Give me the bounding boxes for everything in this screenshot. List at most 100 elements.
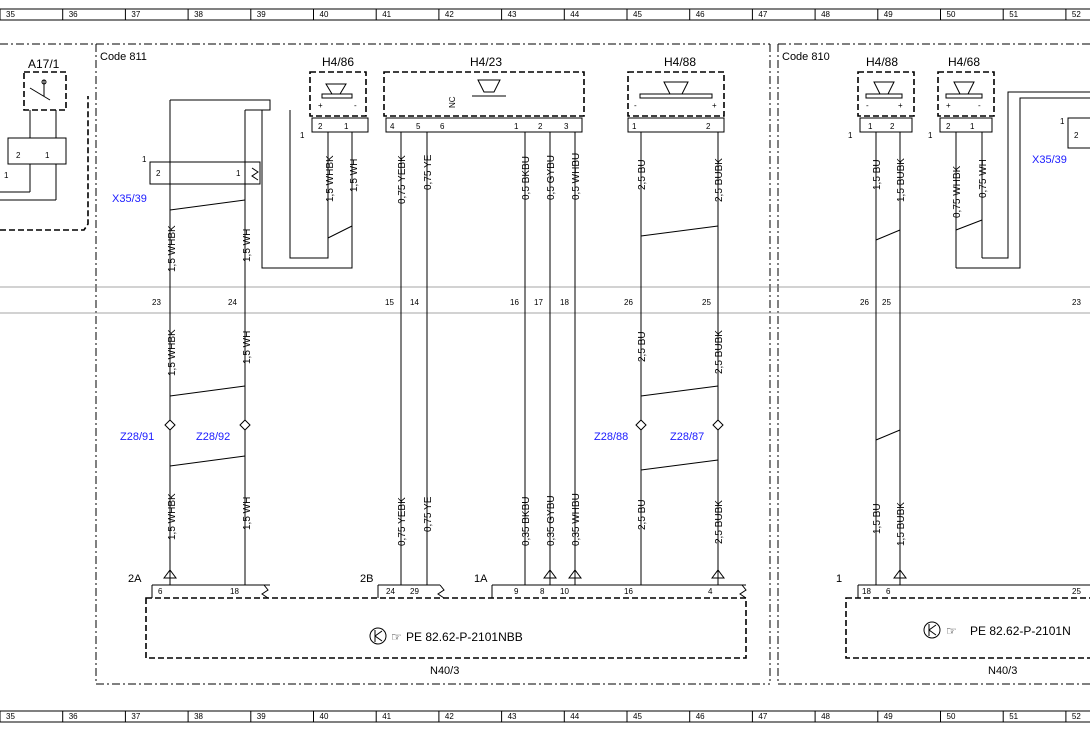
wire-label: 1,5 WH <box>242 229 253 262</box>
wire-label: 1,5 BUBK <box>896 158 907 202</box>
h4-23-pin6: 6 <box>440 122 445 131</box>
n40-3-left: 2A 2B 1A 6 18 24 29 9 8 10 16 4 ☞ PE 82.… <box>128 569 747 677</box>
ruler-column-number: 46 <box>696 712 705 721</box>
h4-68-label: H4/68 <box>948 55 980 69</box>
h4-68-side: 1 <box>928 131 933 140</box>
h4-23-label: H4/23 <box>470 55 502 69</box>
ruler-column-number: 41 <box>382 712 391 721</box>
ruler-column-number: 38 <box>194 712 203 721</box>
a17-1-label: A17/1 <box>28 57 60 71</box>
hand-icon: ☞ <box>946 624 957 638</box>
ruler-column-number: 35 <box>6 10 15 19</box>
h4-86-pin2: 2 <box>318 122 323 131</box>
n40-pin: 10 <box>560 587 569 596</box>
ruler-column-number: 42 <box>445 712 454 721</box>
wire-label: 0,5 GYBU <box>546 155 557 200</box>
h4-88-speaker-left: H4/88 - + 1 2 <box>627 55 725 133</box>
wire-label: 0,5 BKBU <box>521 156 532 200</box>
x35-39-right-pin1: 1 <box>1060 117 1065 126</box>
wire-label: 0,75 WH <box>978 159 989 198</box>
wire-label: 0,35 WHBU <box>571 493 582 546</box>
z28-87-label: Z28/87 <box>670 431 704 443</box>
ruler-column-number: 37 <box>131 10 140 19</box>
wire-label: 2,5 BUBK <box>714 330 725 374</box>
h4-23-pin1: 1 <box>514 122 519 131</box>
code-811-label: Code 811 <box>100 51 147 63</box>
n40-pin: 4 <box>708 587 713 596</box>
n40-right-pin: 25 <box>1072 587 1081 596</box>
transistor-icon <box>923 621 941 639</box>
ruler-column-number: 47 <box>758 10 767 19</box>
h4-68-pin1: 1 <box>970 122 975 131</box>
h4-68-plus: + <box>946 101 951 110</box>
h4-23-pin2: 2 <box>538 122 543 131</box>
n40-conn-2b: 2B <box>360 573 373 585</box>
n40-pin: 18 <box>230 587 239 596</box>
hand-icon: ☞ <box>391 630 402 644</box>
n40-pin: 24 <box>386 587 395 596</box>
band-pin: 14 <box>410 298 419 307</box>
wire-label: 1,5 WH <box>242 497 253 530</box>
ruler-column-number: 39 <box>257 712 266 721</box>
band-pin: 16 <box>510 298 519 307</box>
band-pin: 18 <box>560 298 569 307</box>
band-pin: 25 <box>882 298 891 307</box>
band-pin: 17 <box>534 298 543 307</box>
splices: Z28/91 Z28/92 Z28/88 Z28/87 <box>120 419 724 443</box>
h4-68-pin2: 2 <box>946 122 951 131</box>
ruler-column-number: 48 <box>821 712 830 721</box>
wire-label: 0,5 WHBU <box>571 153 582 200</box>
a17-1-switch: A17/1 2 1 1 <box>0 57 89 231</box>
ruler-column-number: 35 <box>6 712 15 721</box>
ruler-column-number: 47 <box>758 712 767 721</box>
wire-label: 2,5 BU <box>637 159 648 190</box>
n40-3-left-label: N40/3 <box>430 665 459 677</box>
h4-23-speaker: H4/23 NC 4 5 6 1 2 3 <box>383 55 585 133</box>
x35-39-right: 1 2 X35/39 <box>1032 117 1090 166</box>
wire-label: 1,5 WH <box>349 159 360 192</box>
z28-91-label: Z28/91 <box>120 431 154 443</box>
a17-pin-2: 2 <box>16 151 21 160</box>
ruler-column-number: 41 <box>382 10 391 19</box>
wire-label: 1,5 BU <box>872 159 883 190</box>
n40-3-right-label: N40/3 <box>988 665 1017 677</box>
n40-3-right: 1 18 6 25 ☞ PE 82.62-P-2101N N40/3 <box>836 569 1090 677</box>
ruler-column-number: 51 <box>1009 712 1018 721</box>
ruler-column-number: 45 <box>633 712 642 721</box>
ruler-column-number: 40 <box>320 712 329 721</box>
x35-39-left-pin1: 1 <box>236 169 241 178</box>
ruler-column-number: 51 <box>1009 10 1018 19</box>
wire-label: 0,75 YE <box>423 496 434 532</box>
ruler-column-number: 44 <box>570 10 579 19</box>
pe-reference-right[interactable]: PE 82.62-P-2101N <box>970 624 1071 638</box>
h4-23-pin5: 5 <box>416 122 421 131</box>
pe-reference-left[interactable]: PE 82.62-P-2101NBB <box>406 630 523 644</box>
ruler-column-number: 49 <box>884 712 893 721</box>
n40-conn-2a: 2A <box>128 573 142 585</box>
a17-side-pin: 1 <box>4 171 9 180</box>
wire-label: 2,5 BUBK <box>714 500 725 544</box>
ruler-column-number: 37 <box>131 712 140 721</box>
n40-right-conn: 1 <box>836 573 842 585</box>
wire-label: 0,35 GYBU <box>546 495 557 546</box>
n40-right-pin: 6 <box>886 587 891 596</box>
h4-88-left-label: H4/88 <box>664 55 696 69</box>
h4-88-right-plus: + <box>898 101 903 110</box>
ruler-column-number: 46 <box>696 10 705 19</box>
ruler-column-number: 50 <box>947 10 956 19</box>
x35-39-left-pin1-side: 1 <box>142 155 147 164</box>
wires <box>169 91 1090 585</box>
h4-68-speaker: H4/68 + - 2 1 1 <box>928 55 995 140</box>
h4-88-right-side: 1 <box>848 131 853 140</box>
ruler-column-number: 43 <box>508 10 517 19</box>
n40-right-pin: 18 <box>862 587 871 596</box>
wire-label: 1,5 WHBK <box>167 493 178 540</box>
n40-pin: 9 <box>514 587 519 596</box>
frames <box>0 43 1090 685</box>
code-810-label: Code 810 <box>782 51 830 63</box>
h4-23-pin3: 3 <box>564 122 569 131</box>
h4-88-left-pin1: 1 <box>632 122 637 131</box>
h4-86-speaker: H4/86 + - 2 1 1 <box>300 55 369 140</box>
band-pin: 23 <box>152 298 161 307</box>
